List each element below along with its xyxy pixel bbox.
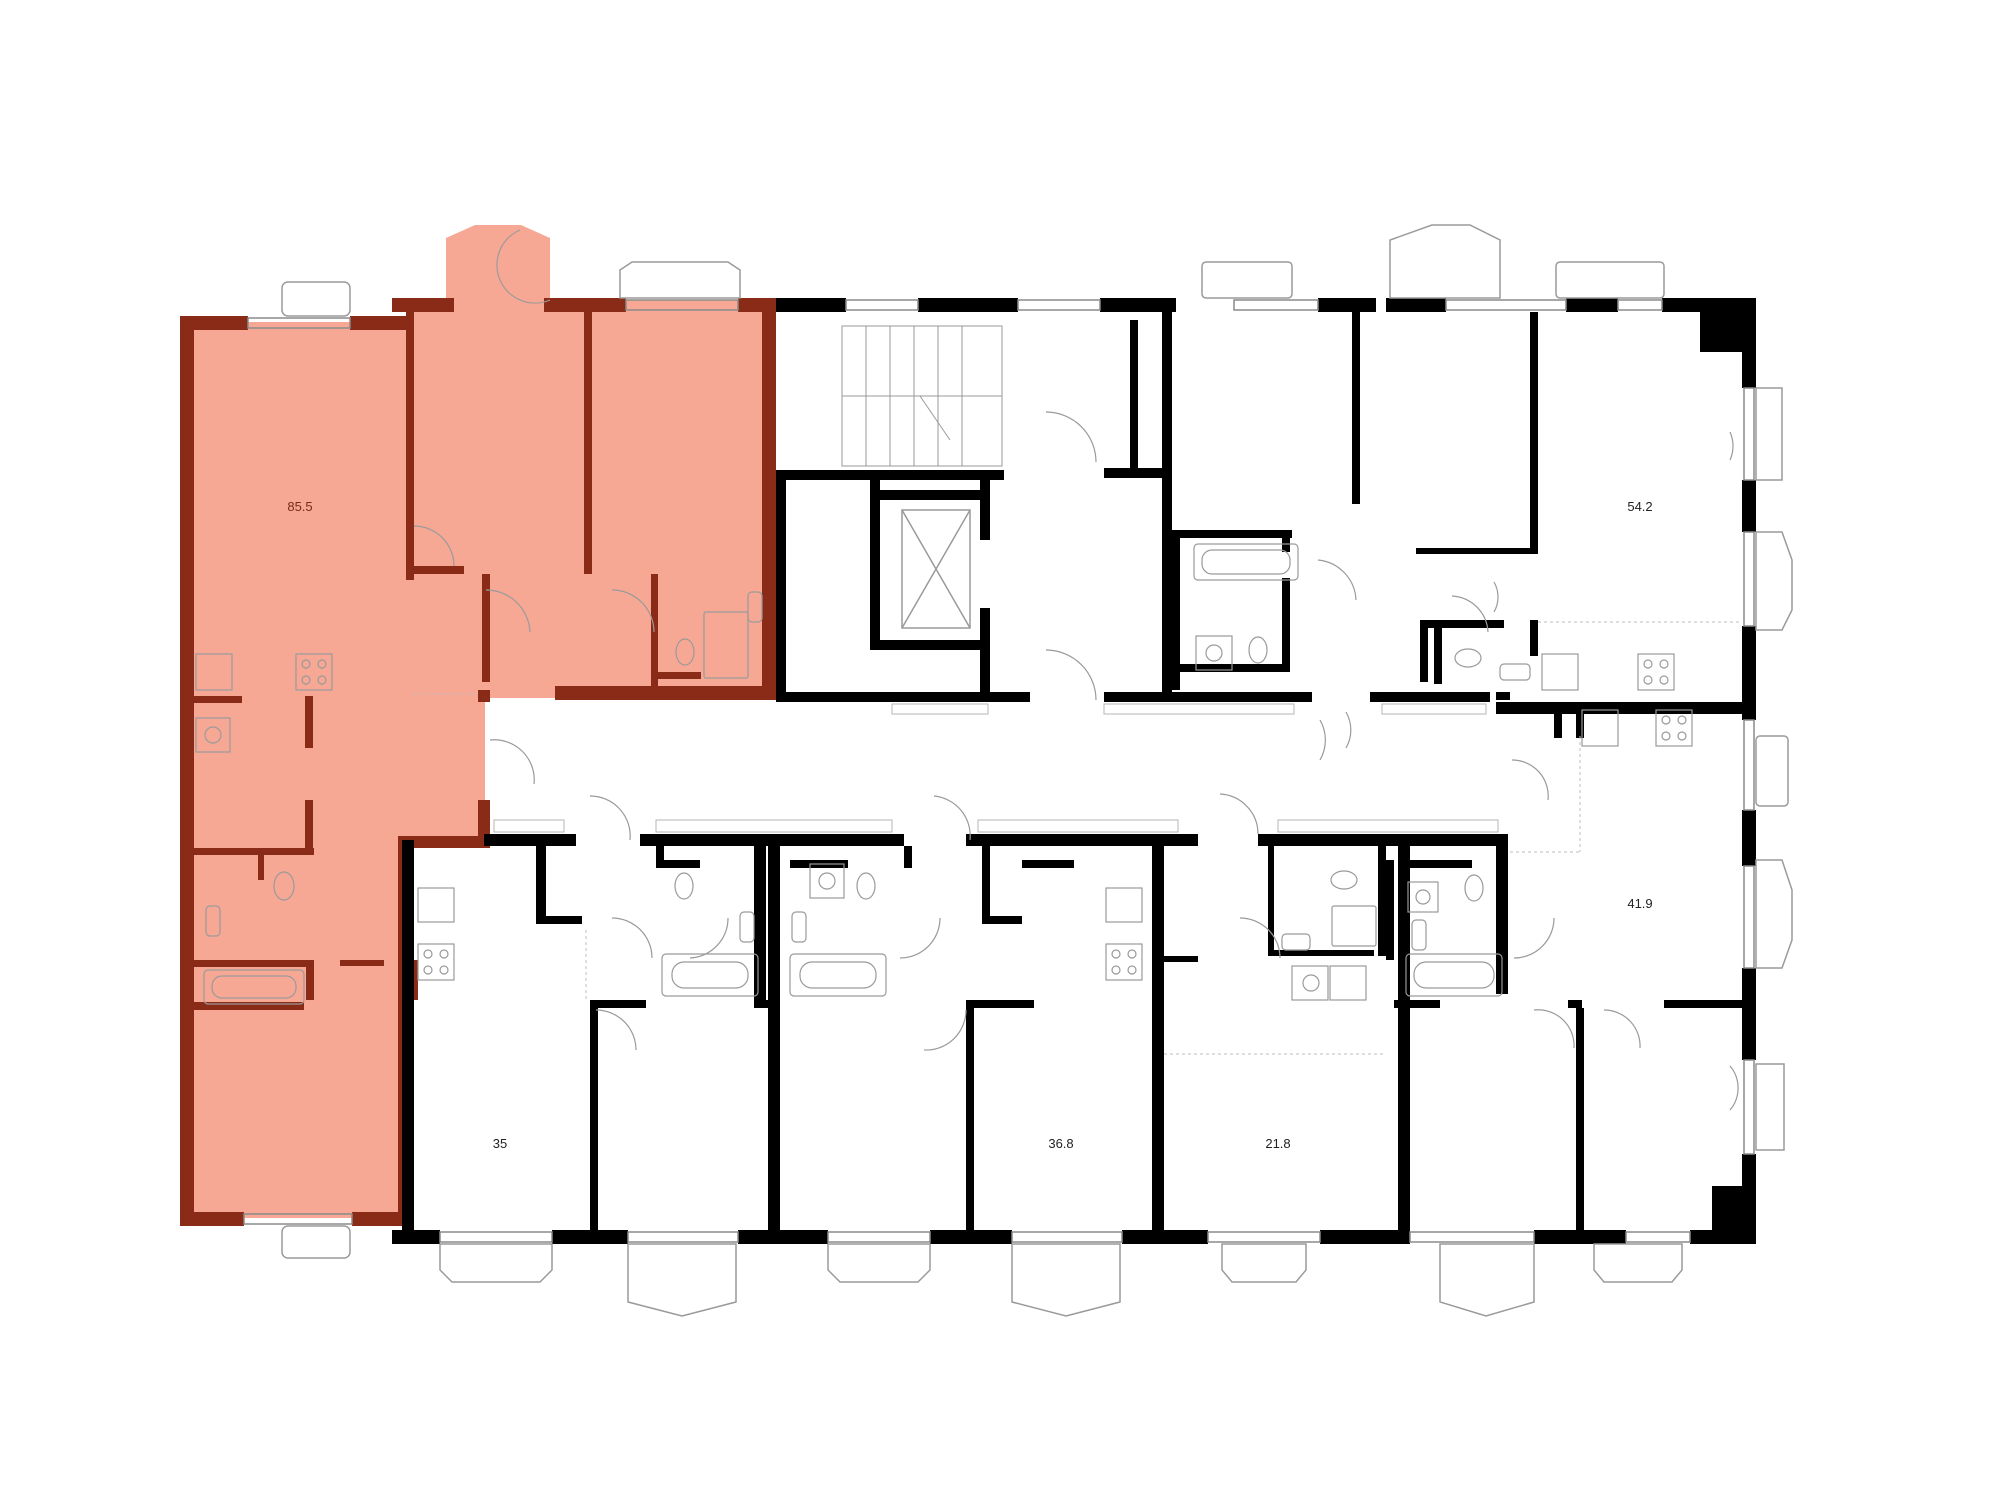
balconies bbox=[281, 224, 1793, 1317]
area-label-apt-5: 36.8 bbox=[1048, 1136, 1073, 1151]
area-label-apt-6: 21.8 bbox=[1265, 1136, 1290, 1151]
area-label-apt-4: 35 bbox=[493, 1136, 507, 1151]
corridor-counters bbox=[493, 703, 1499, 833]
building-walls bbox=[392, 298, 1756, 1244]
elevator bbox=[901, 509, 971, 629]
area-label-apt-1: 85.5 bbox=[287, 499, 312, 514]
apartment-1-walls bbox=[180, 298, 776, 1226]
zone-lines bbox=[414, 621, 1742, 1055]
staircase bbox=[841, 325, 1003, 467]
windows bbox=[243, 299, 1755, 1243]
area-label-apt-2: 54.2 bbox=[1627, 499, 1652, 514]
apartment-1-fill[interactable] bbox=[188, 225, 770, 1218]
kitchen-appliances bbox=[195, 635, 1693, 1001]
bathroom-fixtures bbox=[203, 543, 1531, 1005]
door-swings bbox=[413, 229, 1739, 1111]
area-label-apt-3: 41.9 bbox=[1627, 896, 1652, 911]
